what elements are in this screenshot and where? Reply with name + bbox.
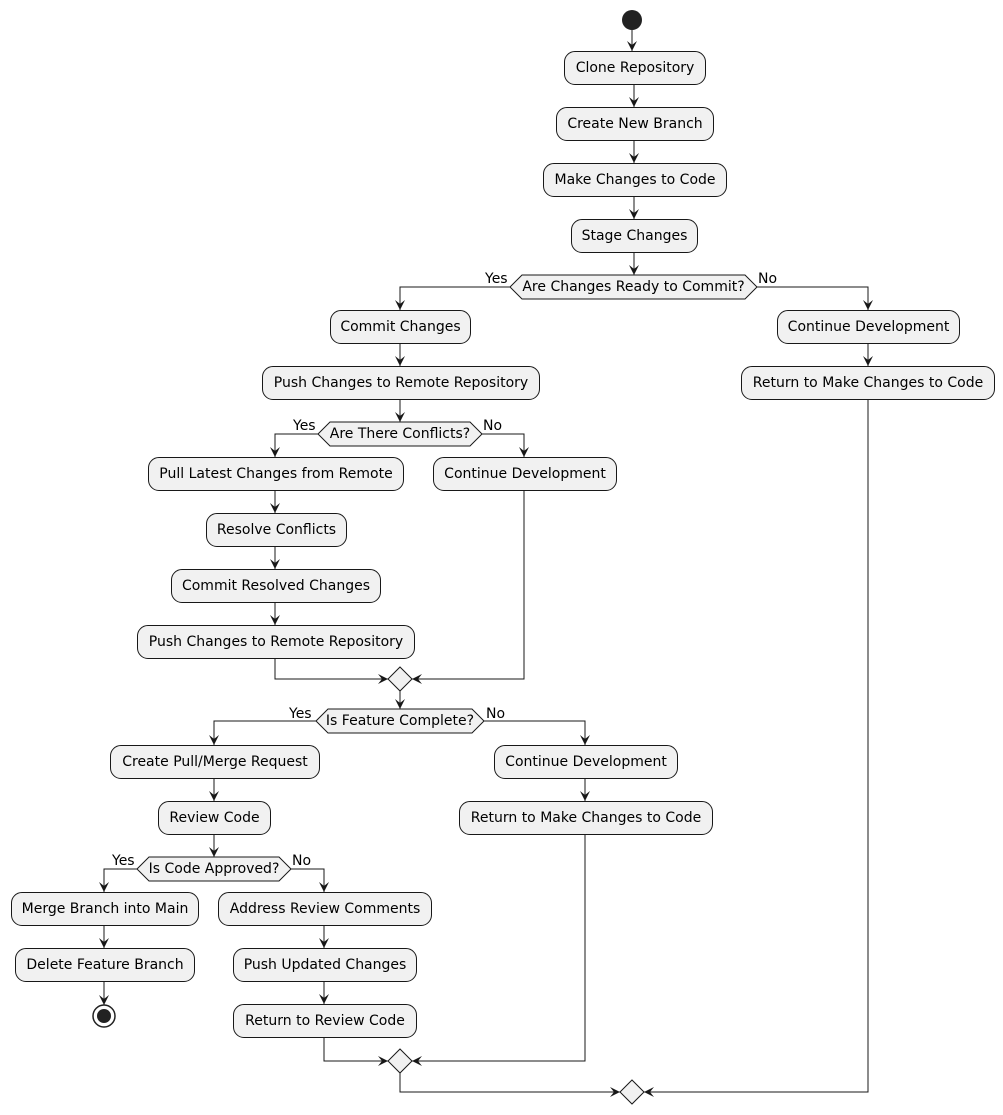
decision-feature-complete: Is Feature Complete? — [325, 713, 475, 729]
no-label: No — [483, 418, 503, 434]
no-label: No — [758, 271, 778, 287]
action-create-new-branch: Create New Branch — [556, 107, 714, 141]
arrowhead-icon — [209, 735, 219, 745]
start-node-icon — [622, 10, 642, 30]
arrowhead-icon — [319, 938, 329, 948]
yes-label: Yes — [485, 271, 508, 287]
action-delete-feature-branch: Delete Feature Branch — [15, 948, 195, 982]
arrowhead-icon — [378, 1056, 388, 1066]
connector-line — [213, 720, 316, 745]
arrowhead-icon — [610, 1087, 620, 1097]
action-merge-branch: Merge Branch into Main — [11, 892, 199, 926]
action-return-to-make-changes: Return to Make Changes to Code — [741, 366, 995, 400]
connector-line — [484, 720, 586, 745]
arrowhead-icon — [319, 882, 329, 892]
connector-line — [412, 491, 525, 680]
connector-line — [274, 659, 388, 680]
arrowhead-icon — [395, 356, 405, 366]
decision-changes-ready: Are Changes Ready to Commit? — [522, 279, 745, 295]
decision-code-approved: Is Code Approved? — [148, 861, 280, 877]
arrowhead-icon — [209, 847, 219, 857]
connector-line — [399, 286, 510, 310]
no-label: No — [486, 706, 506, 722]
arrowhead-icon — [270, 447, 280, 457]
arrowhead-icon — [629, 97, 639, 107]
arrowhead-icon — [629, 265, 639, 275]
arrowhead-icon — [412, 674, 422, 684]
merge-node-icon — [387, 666, 413, 692]
connector-line — [482, 433, 525, 457]
arrowhead-icon — [580, 735, 590, 745]
action-commit-resolved: Commit Resolved Changes — [171, 569, 381, 603]
arrowhead-icon — [627, 41, 637, 51]
no-label: No — [292, 853, 312, 869]
arrowhead-icon — [629, 209, 639, 219]
yes-label: Yes — [293, 418, 316, 434]
action-push-changes: Push Changes to Remote Repository — [137, 625, 415, 659]
yes-label: Yes — [289, 706, 312, 722]
yes-label: Yes — [112, 853, 135, 869]
action-resolve-conflicts: Resolve Conflicts — [206, 513, 347, 547]
connector-line — [399, 1073, 620, 1093]
connector-line — [644, 400, 869, 1093]
action-create-pull-request: Create Pull/Merge Request — [110, 745, 320, 779]
action-continue-development: Continue Development — [494, 745, 678, 779]
action-review-code: Review Code — [158, 801, 271, 835]
end-node-inner-icon — [97, 1009, 111, 1023]
arrowhead-icon — [99, 995, 109, 1005]
arrowhead-icon — [580, 791, 590, 801]
action-return-to-review-code: Return to Review Code — [233, 1004, 417, 1038]
decision-conflicts: Are There Conflicts? — [329, 426, 471, 442]
action-push-updated-changes: Push Updated Changes — [233, 948, 417, 982]
arrowhead-icon — [395, 300, 405, 310]
action-push-changes: Push Changes to Remote Repository — [262, 366, 540, 400]
arrowhead-icon — [378, 674, 388, 684]
arrowhead-icon — [519, 447, 529, 457]
merge-node-icon — [387, 1048, 413, 1074]
action-commit-changes: Commit Changes — [330, 310, 471, 344]
connector-line — [757, 286, 869, 310]
action-make-changes: Make Changes to Code — [543, 163, 727, 197]
arrowhead-icon — [209, 791, 219, 801]
arrowhead-icon — [270, 615, 280, 625]
arrowhead-icon — [319, 994, 329, 1004]
connector-line — [291, 868, 325, 892]
arrowhead-icon — [863, 356, 873, 366]
arrowhead-icon — [99, 938, 109, 948]
arrowhead-icon — [99, 882, 109, 892]
merge-node-icon — [619, 1079, 645, 1105]
arrowhead-icon — [629, 153, 639, 163]
arrowhead-icon — [863, 300, 873, 310]
action-clone-repository: Clone Repository — [564, 51, 706, 85]
action-return-to-make-changes: Return to Make Changes to Code — [459, 801, 713, 835]
arrowhead-icon — [270, 503, 280, 513]
action-address-review-comments: Address Review Comments — [218, 892, 432, 926]
arrowhead-icon — [270, 559, 280, 569]
arrowhead-icon — [395, 699, 405, 709]
connector-line — [103, 868, 137, 892]
arrowhead-icon — [644, 1087, 654, 1097]
arrowhead-icon — [412, 1056, 422, 1066]
connector-line — [412, 835, 586, 1062]
arrowhead-icon — [395, 412, 405, 422]
action-continue-development: Continue Development — [777, 310, 960, 344]
action-pull-latest: Pull Latest Changes from Remote — [148, 457, 404, 491]
connector-line — [274, 433, 318, 457]
action-continue-development: Continue Development — [433, 457, 617, 491]
connector-line — [323, 1038, 388, 1062]
action-stage-changes: Stage Changes — [571, 219, 698, 253]
